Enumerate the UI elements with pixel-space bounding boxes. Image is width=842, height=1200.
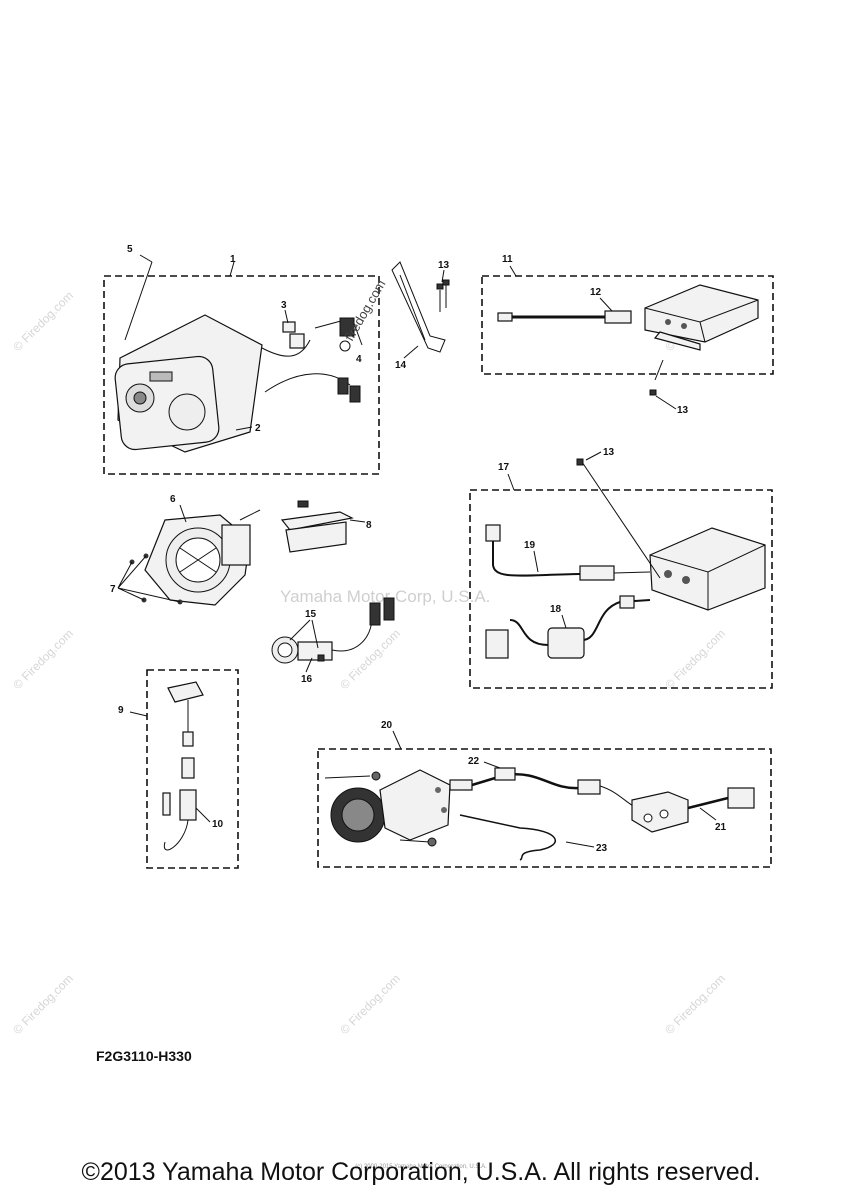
callout-14: 14 (395, 360, 407, 371)
copyright-notice: ©2013 Yamaha Motor Corporation, U.S.A. A… (81, 1158, 761, 1186)
callout-12: 12 (590, 287, 602, 298)
callout-5: 5 (127, 244, 133, 255)
watermark: © Firedog.com (10, 626, 76, 692)
callout-17: 17 (498, 462, 510, 473)
callout-2: 2 (255, 423, 261, 434)
group-box-20 (317, 748, 772, 868)
watermark: © Firedog.com (10, 971, 76, 1037)
watermark: © Firedog.com (337, 626, 403, 692)
callout-19: 19 (524, 540, 536, 551)
callout-6: 6 (170, 494, 176, 505)
center-watermark: Yamaha Motor Corp, U.S.A. (280, 587, 490, 606)
callout-11: 11 (502, 254, 513, 265)
callout-21: 21 (715, 822, 727, 833)
stereo-unit (114, 314, 363, 453)
media-module-17 (485, 458, 766, 659)
harness-part (280, 500, 366, 553)
callout-10: 10 (212, 819, 224, 830)
callout-20: 20 (381, 720, 393, 731)
usb-socket-part (271, 597, 395, 664)
callout-9: 9 (118, 705, 124, 716)
callout-18: 18 (550, 604, 562, 615)
callout-layer: 1 2 3 4 5 6 7 8 9 10 11 12 13 13 13 14 1… (110, 244, 727, 854)
group-box-17 (469, 489, 773, 689)
callout-16: 16 (301, 674, 313, 685)
watermark: © Firedog.com (10, 288, 76, 354)
speaker-part (117, 509, 261, 606)
group-box-1 (103, 275, 380, 475)
small-notice: (c) 2000-2015 Yamaha Motor Corporation, … (355, 1164, 487, 1170)
bracket-part (391, 261, 450, 353)
group-box-11 (481, 275, 774, 375)
callout-1: 1 (230, 254, 236, 265)
callout-23: 23 (596, 843, 608, 854)
watermark: © Firedog.com (662, 971, 728, 1037)
callout-7: 7 (110, 584, 116, 595)
gauge-assembly-20 (324, 767, 755, 861)
callout-3: 3 (281, 300, 287, 311)
receiver-module-11 (497, 284, 759, 396)
callout-15: 15 (305, 609, 317, 620)
group-box-9 (146, 669, 239, 869)
callout-13c: 13 (603, 447, 615, 458)
callout-22: 22 (468, 756, 480, 767)
callout-13: 13 (438, 260, 450, 271)
watermark: © Firedog.com (337, 971, 403, 1037)
antenna-part (162, 681, 204, 851)
callout-4: 4 (356, 354, 362, 365)
callout-13b: 13 (677, 405, 689, 416)
callout-8: 8 (366, 520, 372, 531)
diagram-code: F2G3110-H330 (96, 1048, 192, 1064)
watermark: © Firedog.com (662, 626, 728, 692)
inline-watermark: firedog.com (342, 277, 389, 343)
